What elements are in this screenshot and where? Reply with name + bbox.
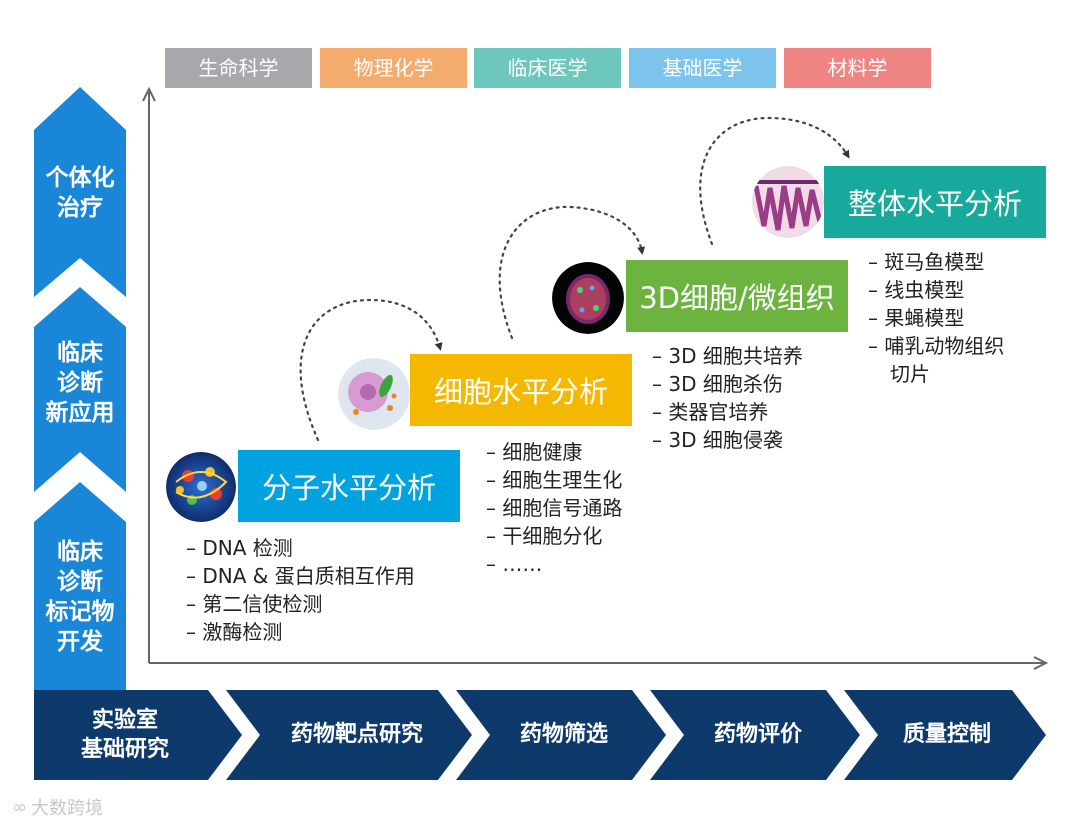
category-clinical-medicine: 临床医学: [474, 48, 621, 88]
vertical-arrow-top: [34, 87, 126, 297]
pipeline-step-4-shape: [650, 690, 860, 780]
list-item: 3D 细胞共培养: [652, 342, 802, 370]
tissue-icon: [752, 166, 824, 238]
y-axis-arrowhead: [142, 86, 156, 102]
pipeline-step-drug-evaluation: 药物评价: [713, 722, 802, 747]
list-item: 细胞健康: [486, 438, 622, 466]
category-basic-medicine: 基础医学: [629, 48, 776, 88]
level-molecular: 分子水平分析: [238, 450, 460, 522]
pipeline-step-1-shape: [34, 690, 242, 780]
list-item: DNA 检测: [186, 534, 415, 562]
watermark: ∞ 大数跨境: [12, 794, 103, 820]
list-whole-organism: 斑马鱼模型 线虫模型 果蝇模型 哺乳动物组织 切片: [868, 248, 1004, 388]
x-axis-arrowhead: [1033, 656, 1049, 670]
list-3d-microtissue: 3D 细胞共培养 3D 细胞杀伤 类器官培养 3D 细胞侵袭: [652, 342, 803, 454]
level-whole-organism: 整体水平分析: [824, 166, 1046, 238]
category-life-science: 生命科学: [165, 48, 312, 88]
category-materials-science: 材料学: [784, 48, 931, 88]
cell-icon: [338, 358, 410, 430]
spheroid-icon: [552, 262, 624, 334]
list-item: 线虫模型: [868, 276, 1004, 304]
pipeline-step-quality-control: 质量控制: [902, 722, 991, 747]
list-item: 类器官培养: [652, 398, 803, 426]
stage-biomarker-development: 临床诊断标记物开发: [45, 539, 115, 655]
list-item: 激酶检测: [186, 618, 415, 646]
list-item: 切片: [890, 362, 930, 386]
curve-arrow-3: [699, 116, 850, 246]
list-item: 果蝇模型: [868, 304, 1004, 332]
level-3d-microtissue: 3D细胞/微组织: [626, 260, 848, 332]
list-item: 3D 细胞杀伤: [652, 370, 803, 398]
list-item: 细胞信号通路: [486, 494, 622, 522]
pipeline-step-lab-research: 实验室基础研究: [80, 708, 169, 762]
list-item: 干细胞分化: [486, 522, 622, 550]
list-item: 细胞生理生化: [486, 466, 622, 494]
vertical-arrow-bottom: [34, 482, 126, 690]
pipeline-step-2-shape: [226, 690, 472, 780]
category-physical-chemistry: 物理化学: [320, 48, 467, 88]
list-item: 斑马鱼模型: [868, 248, 1004, 276]
stage-personalized-therapy: 个体化治疗: [45, 165, 115, 221]
list-cellular: 细胞健康 细胞生理生化 细胞信号通路 干细胞分化 ……: [486, 438, 622, 578]
list-item: DNA & 蛋白质相互作用: [186, 562, 414, 590]
pipeline-step-3-shape: [456, 690, 666, 780]
pipeline-step-drug-screening: 药物筛选: [519, 722, 608, 747]
curve-arrow-2: [498, 205, 646, 340]
list-item: 3D 细胞侵袭: [652, 426, 803, 454]
list-item: 第二信使检测: [186, 590, 415, 618]
watermark-text: 大数跨境: [31, 798, 103, 819]
list-item: ……: [486, 550, 622, 578]
list-item: 哺乳动物组织: [868, 332, 1004, 360]
pipeline-step-target-research: 药物靶点研究: [290, 722, 423, 747]
watermark-logo-icon: ∞: [12, 796, 27, 818]
molecule-icon: [166, 452, 236, 522]
stage-clinical-new-application: 临床诊断新应用: [45, 340, 115, 426]
list-molecular: DNA 检测 DNA & 蛋白质相互作用 第二信使检测 激酶检测: [186, 534, 415, 646]
curve-arrow-1: [299, 298, 443, 442]
level-cellular: 细胞水平分析: [410, 354, 632, 426]
pipeline-step-5-shape: [844, 690, 1046, 780]
vertical-arrow-middle: [34, 287, 126, 492]
